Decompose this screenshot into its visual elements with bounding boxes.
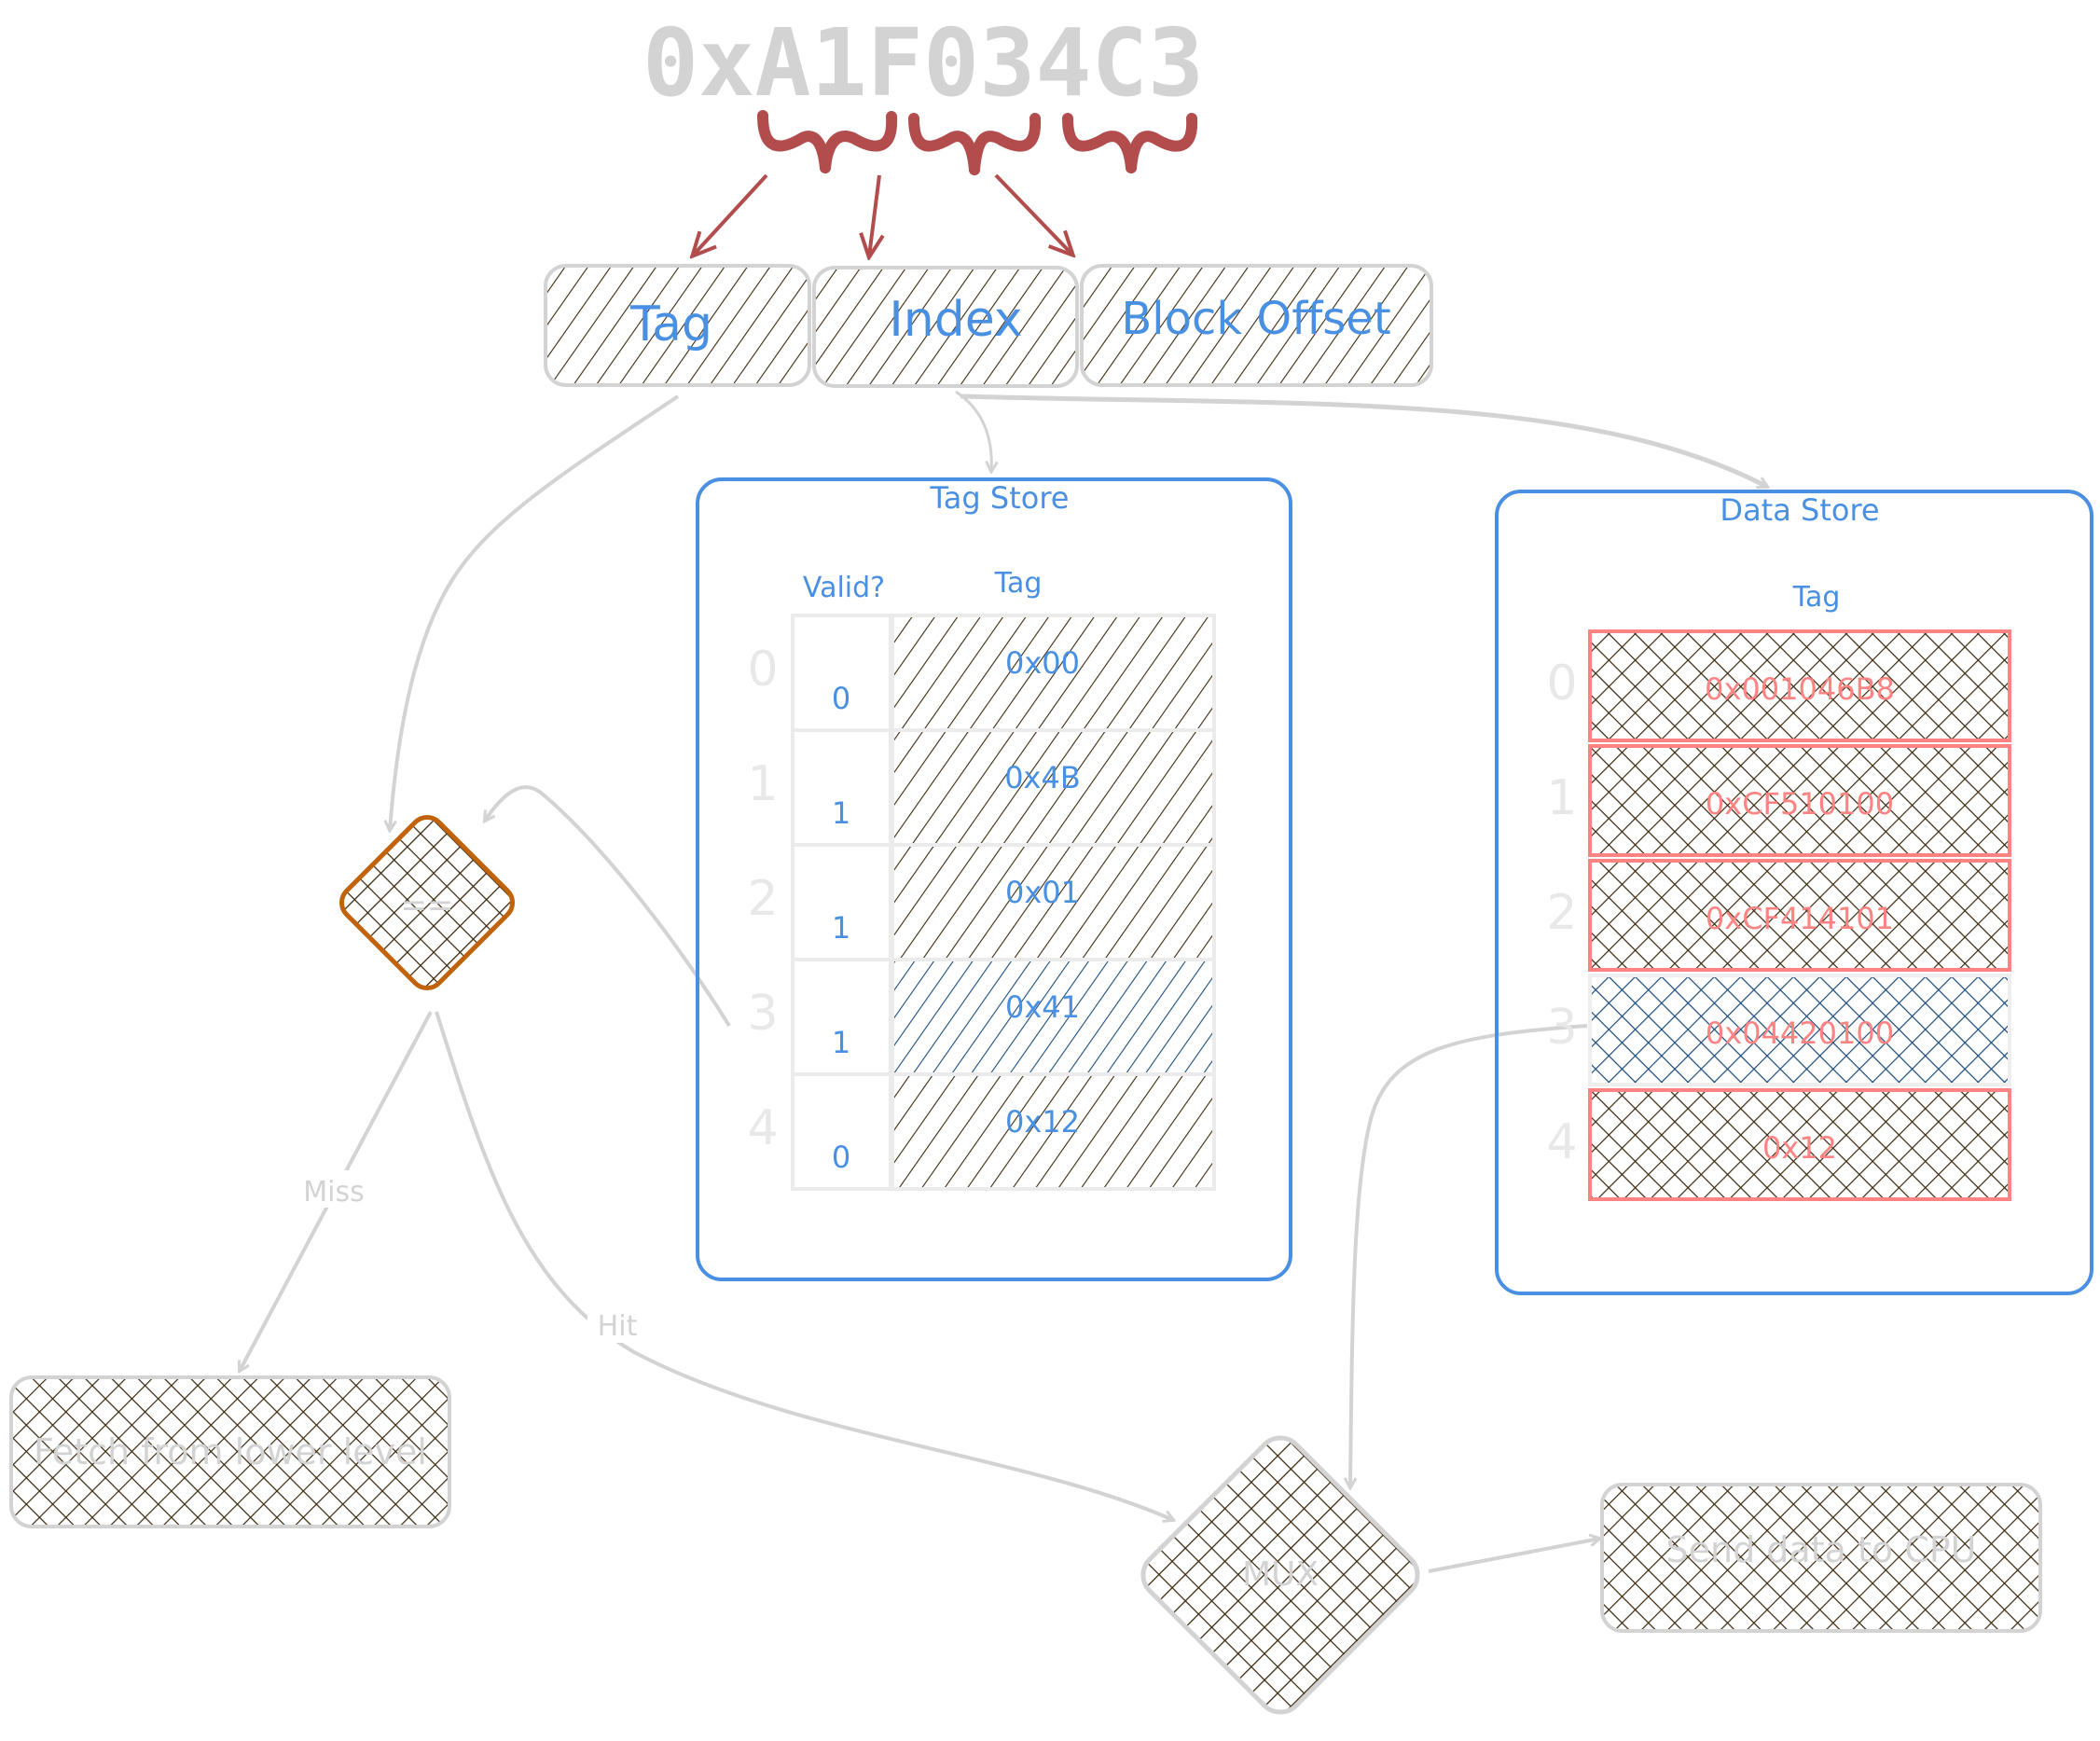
- edge-tagstore-row3-to-comparator: [485, 785, 731, 1028]
- miss-action-box: Fetch from lower level: [9, 1375, 451, 1528]
- edge-mux-to-cpu: [1428, 1539, 1599, 1573]
- arrow-brace-to-tag: [693, 173, 768, 256]
- tag-store-valid-value: 0: [832, 681, 850, 716]
- mux-label: MUX: [1242, 1555, 1319, 1594]
- data-store-row-index: 3: [1546, 1000, 1577, 1056]
- tag-store-tag-value: 0x00: [1005, 645, 1080, 681]
- edge-miss-label: Miss: [303, 1176, 364, 1209]
- data-store-cell: [1588, 974, 2011, 1086]
- tag-store: Tag Store Valid? Tag 0 0 0x00 1 1 0x4B 2 1 0x01 3…: [696, 477, 1292, 1281]
- tag-store-valid-value: 1: [832, 910, 850, 946]
- data-store-row: 1 0xCF510100: [1546, 744, 2011, 857]
- brace-tag-icon: [757, 110, 898, 173]
- data-store-value: 0x001046B8: [1705, 671, 1895, 707]
- tag-store-valid-value: 0: [832, 1140, 850, 1175]
- data-store: Data Store Tag 0 0x001046B8 1 0xCF510100 2 0x…: [1495, 490, 2093, 1295]
- field-tag-label: Tag: [629, 297, 712, 352]
- data-store-cell: [1588, 1088, 2011, 1201]
- edge-hit-label: Hit: [598, 1310, 638, 1343]
- edge-datastore-row3-to-mux: [1350, 1024, 1588, 1487]
- tag-store-tag-cell: [891, 843, 1216, 961]
- arrow-brace-to-index: [869, 174, 879, 256]
- field-tag: Tag: [544, 264, 811, 387]
- tag-store-valid-value: 1: [832, 1025, 850, 1060]
- tag-store-row-index: 2: [747, 871, 778, 927]
- tag-store-tag-value: 0x4B: [1004, 760, 1081, 795]
- data-store-title: Data Store: [1720, 492, 1879, 528]
- data-store-row-index: 2: [1546, 885, 1577, 941]
- tag-store-tag-cell: [891, 958, 1216, 1076]
- data-store-row-index: 4: [1546, 1114, 1577, 1170]
- data-store-value: 0x04420100: [1706, 1016, 1894, 1051]
- tag-store-row: 3 1 0x41: [747, 958, 1216, 1076]
- data-store-row: 4 0x12: [1546, 1088, 2011, 1201]
- tag-store-tag-cell: [891, 728, 1216, 847]
- field-index: Index: [812, 266, 1079, 388]
- tag-store-valid-cell: [791, 1072, 892, 1191]
- tag-store-col-tag: Tag: [994, 567, 1043, 600]
- data-store-cell: [1588, 859, 2011, 972]
- tag-store-title: Tag Store: [930, 480, 1070, 516]
- data-store-row: 3 0x04420100: [1546, 974, 2011, 1086]
- edge-index-to-tagstore: [955, 390, 991, 471]
- tag-store-tag-cell: [891, 614, 1216, 732]
- tag-store-row: 1 1 0x4B: [747, 728, 1216, 847]
- field-block-offset: Block Offset: [1080, 264, 1433, 387]
- data-store-cell: [1588, 629, 2011, 742]
- tag-store-tag-value: 0x12: [1005, 1104, 1080, 1140]
- field-block-offset-label: Block Offset: [1121, 293, 1390, 345]
- data-store-row-index: 0: [1546, 656, 1577, 712]
- tag-store-col-valid: Valid?: [803, 572, 885, 604]
- data-store-value: 0x12: [1762, 1130, 1837, 1166]
- brace-offset-icon: [1062, 113, 1198, 173]
- tag-store-valid-value: 1: [832, 795, 850, 831]
- mux: MUX: [1140, 1435, 1420, 1715]
- data-store-value: 0xCF510100: [1706, 786, 1894, 822]
- tag-store-row-index: 3: [747, 986, 778, 1042]
- tag-store-tag-value: 0x01: [1005, 875, 1080, 910]
- tag-store-row: 4 0 0x12: [747, 1072, 1216, 1191]
- edge-hit: [435, 1011, 1173, 1520]
- edge-tag-to-comparator: [390, 394, 680, 830]
- tag-store-valid-cell: [791, 958, 892, 1076]
- tag-store-valid-cell: [791, 843, 892, 961]
- hit-action-box: Send data to CPU: [1600, 1483, 2042, 1633]
- tag-store-tag-cell: [891, 1072, 1216, 1191]
- tag-store-row: 2 1 0x01: [747, 843, 1216, 961]
- data-store-cell: [1588, 744, 2011, 857]
- edge-index-to-datastore: [960, 394, 1767, 490]
- data-store-row: 0 0x001046B8: [1546, 629, 2011, 742]
- data-store-value: 0xCF414101: [1706, 901, 1894, 936]
- address-value: 0xA1F034C3: [642, 8, 1204, 117]
- data-store-col-tag: Tag: [1792, 581, 1841, 614]
- tag-store-row: 0 0 0x00: [747, 614, 1216, 732]
- field-index-label: Index: [889, 292, 1022, 348]
- data-store-row-index: 1: [1546, 770, 1577, 826]
- data-store-row: 2 0xCF414101: [1546, 859, 2011, 972]
- tag-store-row-index: 0: [747, 642, 778, 698]
- brace-index-icon: [908, 113, 1042, 175]
- miss-action-label: Fetch from lower level: [34, 1431, 427, 1472]
- hit-action-label: Send data to CPU: [1666, 1529, 1977, 1570]
- comparator-label: ==: [401, 887, 454, 924]
- tag-store-row-index: 4: [747, 1100, 778, 1156]
- tag-store-row-index: 1: [747, 756, 778, 812]
- comparator: ==: [338, 814, 516, 991]
- arrow-brace-to-offset: [994, 173, 1072, 255]
- tag-store-tag-value: 0x41: [1005, 989, 1080, 1025]
